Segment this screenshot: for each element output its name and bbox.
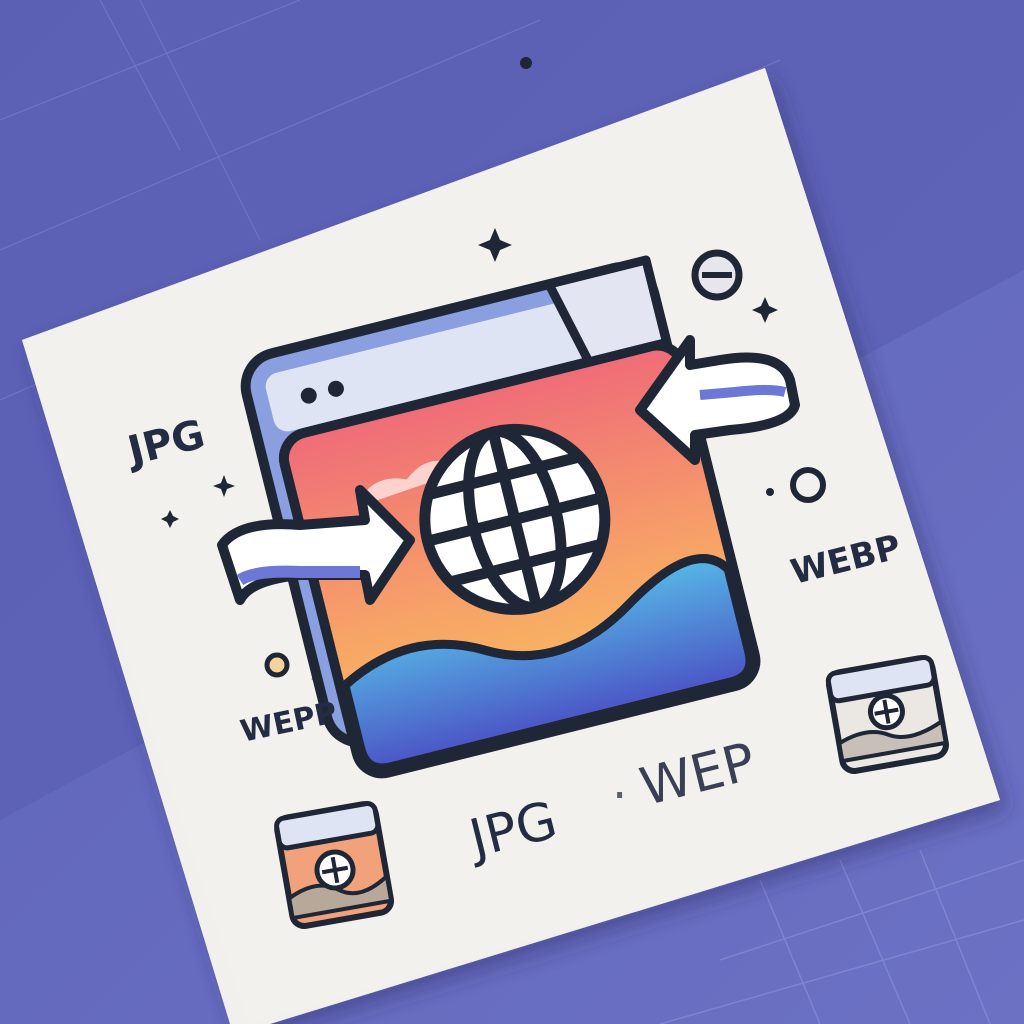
circle-icon	[790, 467, 826, 503]
image-folder-globe-icon	[240, 255, 761, 779]
image-folder-icon	[825, 654, 949, 775]
arrow-left-icon	[635, 335, 800, 465]
image-folder-icon	[274, 800, 395, 930]
circle-icon	[264, 652, 290, 678]
bottom-separator: ·	[612, 768, 628, 824]
arrow-right-icon	[217, 485, 415, 605]
globe-icon	[419, 423, 611, 615]
